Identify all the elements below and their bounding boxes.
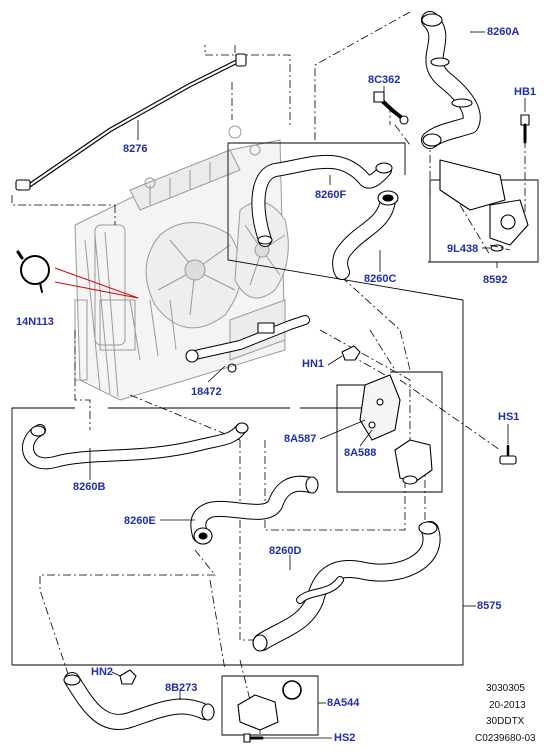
label-8575[interactable]: 8575 — [477, 600, 502, 612]
label-8276[interactable]: 8276 — [123, 143, 148, 155]
label-9L438[interactable]: 9L438 — [447, 243, 479, 255]
label-8B273[interactable]: 8B273 — [165, 682, 198, 694]
label-leaders — [89, 31, 526, 739]
label-8A588[interactable]: 8A588 — [344, 447, 377, 459]
label-14N113[interactable]: 14N113 — [16, 316, 54, 328]
red-callouts — [54, 267, 139, 299]
label-8C362[interactable]: 8C362 — [368, 74, 401, 86]
fan-blades — [157, 239, 236, 316]
label-8592[interactable]: 8592 — [483, 274, 508, 286]
label-HN1[interactable]: HN1 — [302, 358, 325, 370]
label-18472[interactable]: 18472 — [191, 386, 222, 398]
components — [15, 11, 530, 743]
label-8260F[interactable]: 8260F — [315, 189, 347, 201]
label-8260D[interactable]: 8260D — [269, 545, 302, 557]
label-HS1[interactable]: HS1 — [498, 411, 520, 423]
label-HS2[interactable]: HS2 — [334, 732, 356, 744]
reference-code-3: 30DDTX — [486, 716, 525, 727]
boundary-boxes — [11, 142, 539, 736]
reference-code-1: 3030305 — [486, 683, 525, 694]
label-8260E[interactable]: 8260E — [124, 515, 156, 527]
label-HN2[interactable]: HN2 — [91, 666, 114, 678]
label-HB1[interactable]: HB1 — [514, 86, 537, 98]
reference-code-4: C0239680-03 — [475, 733, 536, 744]
radiator-assembly — [74, 125, 289, 401]
label-8260A[interactable]: 8260A — [487, 26, 520, 38]
label-8A587[interactable]: 8A587 — [284, 433, 317, 445]
label-8A544[interactable]: 8A544 — [327, 697, 360, 709]
label-8260C[interactable]: 8260C — [364, 273, 397, 285]
reference-code-2: 20-2013 — [489, 700, 526, 711]
label-8260B[interactable]: 8260B — [73, 481, 106, 493]
